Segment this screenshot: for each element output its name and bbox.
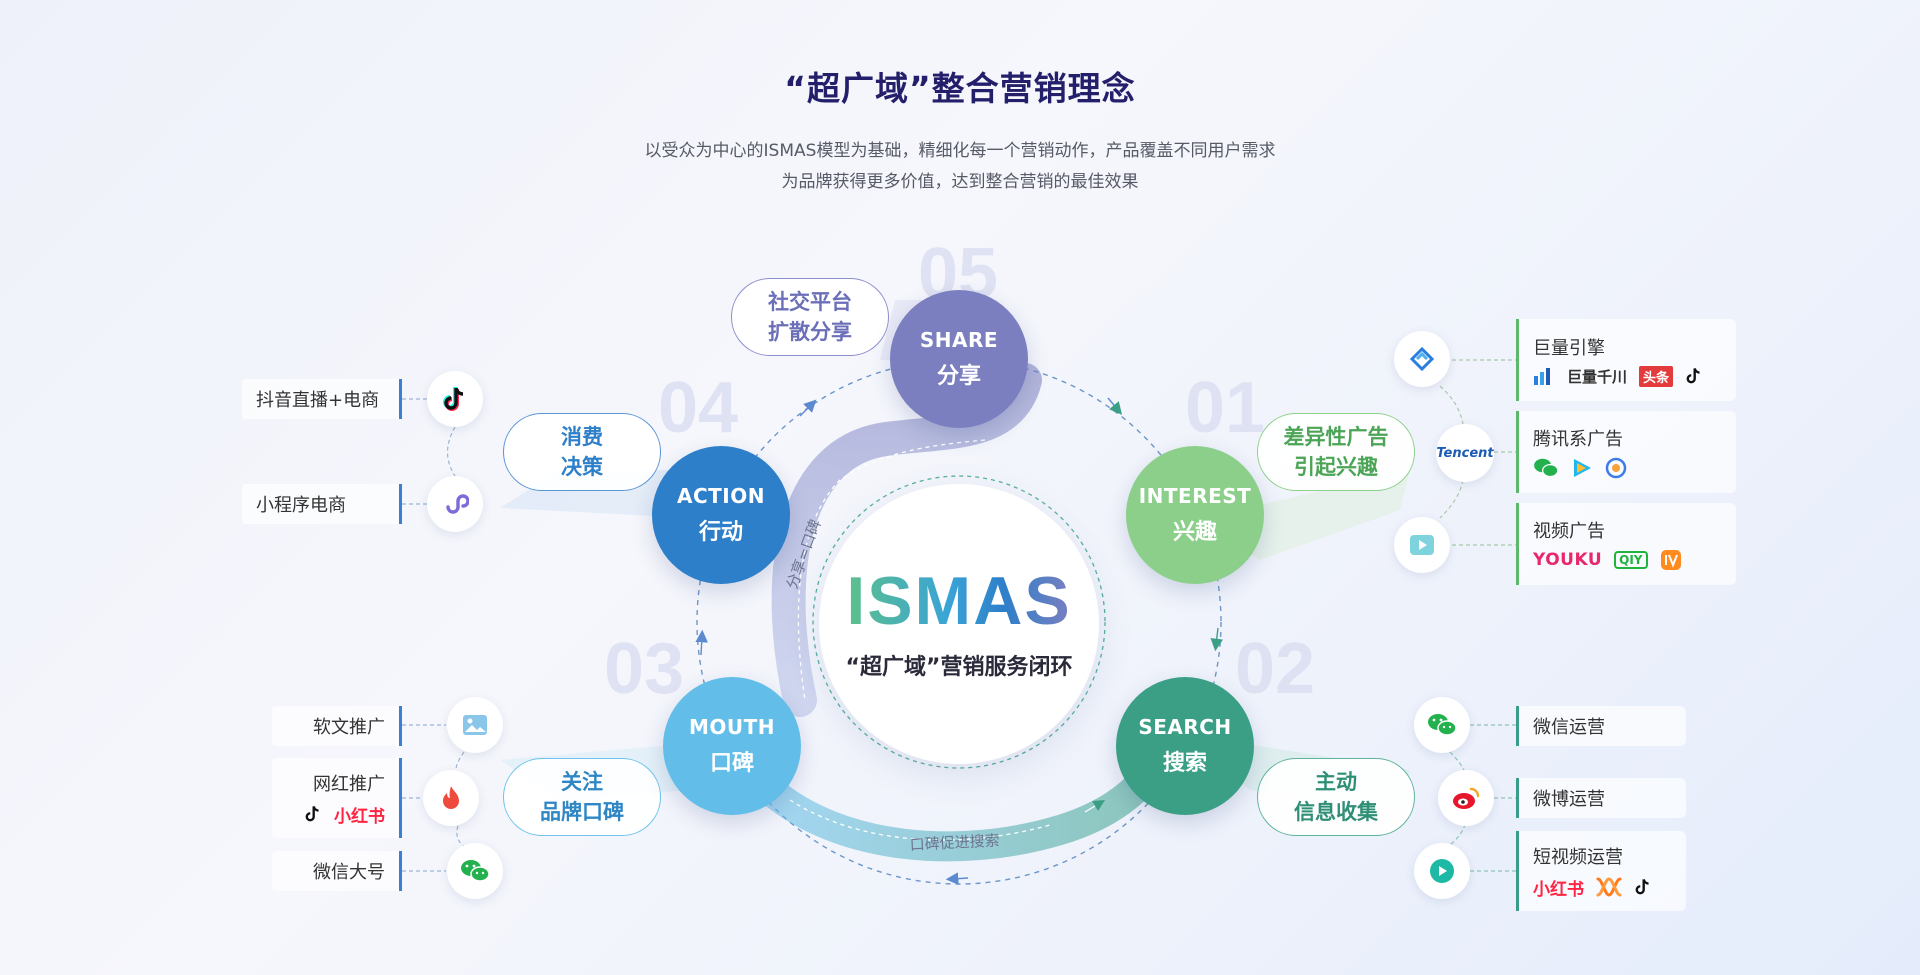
channel-video-ads-logos: YOUKU QIY [1533,549,1722,571]
channel-weibo-operation: 微博运营 [1516,778,1686,818]
pill-interest-line-1: 差异性广告 [1283,425,1389,449]
stage-action-zh: 行动 [698,520,743,545]
channel-video-ads: 视频广告 YOUKU QIY [1516,503,1736,585]
qq-browser-icon [1605,457,1627,479]
pill-action-line-2: 决策 [561,455,603,479]
channel-short-video-logos: 小红书 [1533,875,1672,900]
channel-influencer-logos: 小红书 [304,802,385,827]
stage-search: SEARCH 搜索 [1116,677,1254,815]
channel-douyin-live-ecommerce: 抖音直播+电商 [242,379,402,419]
kuaishou-icon [1596,877,1622,897]
weibo-icon [1438,770,1494,826]
pill-action: 消费 决策 [503,413,661,491]
center-disc: ISMAS “超广域”营销服务闭环 [819,484,1099,764]
stage-interest-en: INTEREST [1138,484,1252,508]
page-subtitle-line-2: 为品牌获得更多价值，达到整合营销的最佳效果 [781,172,1139,192]
stage-mouth: MOUTH 口碑 [663,677,801,815]
pill-search: 主动 信息收集 [1257,758,1415,836]
stage-interest-zh: 兴趣 [1172,520,1217,545]
channel-tencent-ads-label: 腾讯系广告 [1533,429,1623,450]
step-number-03: 03 [604,629,685,709]
tiktok-icon [1686,368,1700,384]
wechat-icon [1414,697,1470,753]
channel-wechat-kol: 微信大号 [272,851,402,891]
pill-share: 社交平台 扩散分享 [731,278,889,356]
page-subtitle-line-1: 以受众为中心的ISMAS模型为基础，精细化每一个营销动作，产品覆盖不同用户需求 [644,141,1276,161]
channel-short-video-operation-label: 短视频运营 [1533,846,1623,868]
channel-video-ads-label: 视频广告 [1533,521,1605,542]
image-icon [447,697,503,753]
stage-search-en: SEARCH [1138,715,1232,739]
tiktok-icon [305,806,319,822]
xiaohongshu-logo: 小红书 [1533,879,1584,900]
channel-tencent-ads: 腾讯系广告 [1516,411,1736,493]
stage-search-zh: 搜索 [1162,751,1207,776]
channel-wechat-operation: 微信运营 [1516,706,1686,746]
qianchuan-logo: 巨量千川 [1567,367,1628,386]
swoosh-share-to-mouth [771,363,1042,717]
channel-wechat-operation-label: 微信运营 [1533,717,1605,738]
pill-share-line-1: 社交平台 [768,290,852,314]
tencent-icon-text: Tencent [1436,445,1494,461]
iqiyi-logo: QIY [1614,551,1648,569]
pill-share-line-2: 扩散分享 [768,320,852,344]
pill-search-line-1: 主动 [1315,770,1357,794]
video-play-icon [1394,517,1450,573]
channel-soft-article-label: 软文推广 [313,717,385,738]
pill-interest: 差异性广告 引起兴趣 [1257,413,1415,491]
tiktok-icon [427,371,483,427]
channel-influencer-label: 网红推广 [313,773,385,795]
stage-action: ACTION 行动 [652,446,790,584]
swoosh-mouth-to-search [755,745,1175,862]
toutiao-logo: 头条 [1639,365,1674,387]
youku-logo: YOUKU [1533,550,1603,570]
pill-action-line-1: 消费 [561,425,603,449]
channel-soft-article: 软文推广 [272,706,402,746]
channel-tencent-ads-logos [1533,457,1722,479]
bar-logo-icon [1534,368,1550,385]
ring-label-word-to-search: 口碑促进搜索 [909,831,1000,854]
stage-share-zh: 分享 [936,364,981,389]
wechat-icon [447,843,503,899]
channel-wechat-kol-label: 微信大号 [313,862,385,883]
short-video-icon [1414,843,1470,899]
channel-ocean-engine-logos: 巨量千川 头条 [1533,365,1722,387]
stage-interest: INTEREST 兴趣 [1126,446,1264,584]
flame-icon [423,770,479,826]
stage-mouth-en: MOUTH [688,715,776,739]
pill-mouth-line-1: 关注 [561,770,603,794]
channel-weibo-operation-label: 微博运营 [1533,789,1605,810]
channel-mini-program-ecommerce-label: 小程序电商 [256,495,346,516]
pill-search-line-2: 信息收集 [1294,800,1378,824]
channel-short-video-operation: 短视频运营 小红书 [1516,831,1686,911]
ismas-logo-text: ISMAS [846,563,1072,639]
mini-program-icon [427,476,483,532]
tencent-icon: Tencent [1436,424,1494,482]
pill-interest-line-2: 引起兴趣 [1294,455,1378,479]
ismas-logo: ISMAS [846,567,1071,635]
tencent-video-icon [1574,459,1591,477]
channel-douyin-live-ecommerce-label: 抖音直播+电商 [256,390,380,411]
step-number-01: 01 [1185,368,1266,448]
channel-influencer: 网红推广 小红书 [272,758,402,838]
mango-tv-icon [1660,550,1681,570]
stage-share-en: SHARE [919,328,999,352]
stage-share: SHARE 分享 [890,290,1028,428]
channel-mini-program-ecommerce: 小程序电商 [242,484,402,524]
wechat-icon [1534,458,1559,478]
ocean-engine-icon [1394,331,1450,387]
page-title: “超广域”整合营销理念 [784,69,1136,108]
channel-ocean-engine-label: 巨量引擎 [1533,337,1605,359]
step-number-04: 04 [658,368,739,448]
pill-mouth-line-2: 品牌口碑 [540,800,624,824]
center-caption: “超广域”营销服务闭环 [845,655,1073,680]
pill-mouth: 关注 品牌口碑 [503,758,661,836]
step-number-02: 02 [1235,629,1316,709]
stage-action-en: ACTION [677,484,765,508]
channel-ocean-engine: 巨量引擎 巨量千川 头条 [1516,319,1736,401]
stage-mouth-zh: 口碑 [709,751,754,776]
inner-cycle-ring [812,475,1106,769]
xiaohongshu-logo: 小红书 [334,806,385,827]
tiktok-icon [1635,879,1649,895]
